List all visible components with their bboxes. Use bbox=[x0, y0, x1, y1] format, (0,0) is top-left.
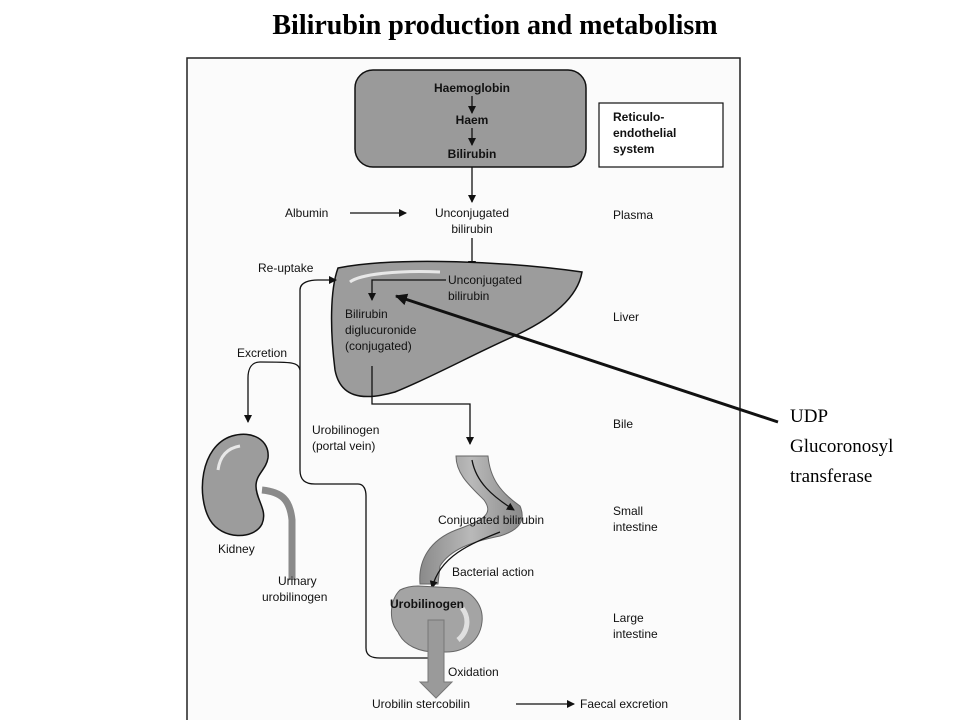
plasma-unconjugated-2: bilirubin bbox=[451, 222, 492, 236]
liver-unconjugated-2: bilirubin bbox=[448, 289, 489, 303]
side-label-small-2: intestine bbox=[613, 520, 658, 534]
side-label-plasma: Plasma bbox=[613, 208, 653, 222]
legend-line-2: endothelial bbox=[613, 126, 676, 140]
bacterial-action-label: Bacterial action bbox=[452, 565, 534, 579]
side-label-small-1: Small bbox=[613, 504, 643, 518]
side-label-large-2: intestine bbox=[613, 627, 658, 641]
small-intestine bbox=[419, 455, 523, 585]
portal-urobilinogen-1: Urobilinogen bbox=[312, 423, 379, 437]
enzyme-label-3: transferase bbox=[790, 466, 872, 487]
portal-urobilinogen-2: (portal vein) bbox=[312, 439, 375, 453]
haemoglobin-label: Haemoglobin bbox=[434, 81, 510, 95]
liver-unconjugated-1: Unconjugated bbox=[448, 273, 522, 287]
enzyme-label-2: Glucoronosyl bbox=[790, 436, 893, 457]
portal-vein-line bbox=[299, 370, 431, 659]
legend-line-1: Reticulo- bbox=[613, 110, 664, 124]
urinary-label-2: urobilinogen bbox=[262, 590, 327, 604]
reticuloendothelial-box bbox=[354, 69, 587, 168]
stercobilin-label: Urobilin stercobilin bbox=[372, 697, 470, 711]
excretion-label: Excretion bbox=[237, 346, 287, 360]
conjugated-bilirubin-label: Conjugated bilirubin bbox=[438, 513, 544, 527]
re-bilirubin-label: Bilirubin bbox=[448, 147, 497, 161]
liver-conjugated-2: diglucuronide bbox=[345, 323, 417, 337]
enzyme-pointer-line bbox=[395, 293, 779, 424]
faecal-excretion-label: Faecal excretion bbox=[580, 697, 668, 711]
liver-shape bbox=[330, 260, 583, 398]
arrow-reuptake bbox=[299, 276, 337, 370]
ureter bbox=[261, 486, 296, 580]
urobilinogen-label: Urobilinogen bbox=[390, 597, 464, 611]
large-intestine-highlight bbox=[456, 606, 470, 642]
arrow-liver-conjugation bbox=[368, 279, 446, 301]
kidney-shape bbox=[201, 433, 269, 537]
kidney-highlight bbox=[216, 444, 241, 471]
reuptake-label: Re-uptake bbox=[258, 261, 314, 275]
side-label-bile: Bile bbox=[613, 417, 633, 431]
enzyme-label-1: UDP bbox=[790, 406, 828, 427]
oxidation-arrow bbox=[418, 619, 454, 699]
arrow-liver-bile bbox=[371, 366, 474, 445]
side-label-liver: Liver bbox=[613, 310, 639, 324]
liver-conjugated-3: (conjugated) bbox=[345, 339, 412, 353]
legend-box bbox=[598, 102, 724, 168]
legend-line-3: system bbox=[613, 142, 654, 156]
liver-highlight bbox=[349, 270, 441, 284]
side-label-large-1: Large bbox=[613, 611, 644, 625]
kidney-label: Kidney bbox=[218, 542, 255, 556]
urinary-label-1: Urinary bbox=[278, 574, 317, 588]
albumin-label: Albumin bbox=[285, 206, 328, 220]
arrow-excretion bbox=[244, 361, 301, 423]
liver-conjugated-1: Bilirubin bbox=[345, 307, 388, 321]
plasma-unconjugated-1: Unconjugated bbox=[435, 206, 509, 220]
diagram-title: Bilirubin production and metabolism bbox=[272, 10, 718, 41]
bacterial-arrow bbox=[429, 531, 501, 589]
haem-label: Haem bbox=[456, 113, 489, 127]
bile-flow-arrow bbox=[471, 459, 515, 511]
oxidation-label: Oxidation bbox=[448, 665, 499, 679]
